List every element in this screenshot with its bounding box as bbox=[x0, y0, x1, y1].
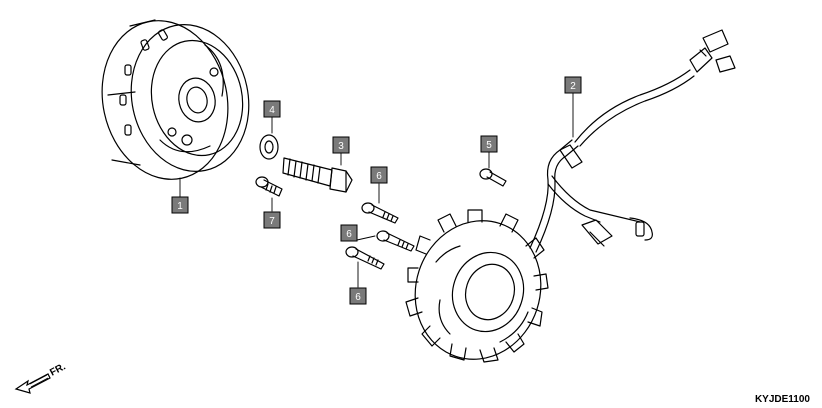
callout-7: 7 bbox=[263, 211, 281, 229]
svg-text:6: 6 bbox=[376, 171, 382, 182]
svg-text:5: 5 bbox=[486, 140, 492, 151]
stator-bolt-middle bbox=[376, 230, 415, 252]
catalog-code: KYJDE1100 bbox=[755, 394, 810, 405]
callout-6-upper: 6 bbox=[370, 166, 388, 184]
callout-4: 4 bbox=[263, 100, 281, 118]
stator-bolt-upper bbox=[361, 202, 399, 224]
callout-1: 1 bbox=[171, 196, 189, 214]
callout-3: 3 bbox=[332, 136, 350, 154]
svg-text:1: 1 bbox=[177, 201, 183, 212]
washer-part bbox=[259, 134, 279, 160]
svg-text:6: 6 bbox=[355, 292, 361, 303]
leader-lines bbox=[179, 92, 574, 288]
svg-text:6: 6 bbox=[346, 229, 352, 240]
callout-6-lower: 6 bbox=[349, 287, 367, 305]
arrow-icon bbox=[14, 373, 51, 394]
front-direction-indicator: FR. bbox=[14, 361, 68, 394]
callout-2: 2 bbox=[564, 76, 582, 94]
small-bolt-part bbox=[255, 176, 283, 197]
flywheel-bolt-part bbox=[282, 157, 353, 193]
stator-part bbox=[405, 209, 549, 363]
flywheel-part bbox=[101, 19, 250, 180]
svg-text:7: 7 bbox=[269, 216, 275, 227]
svg-text:2: 2 bbox=[570, 81, 576, 92]
wire-harness-part bbox=[529, 29, 736, 253]
svg-text:FR.: FR. bbox=[48, 361, 68, 378]
stator-bolt-lower bbox=[345, 246, 385, 270]
callout-5: 5 bbox=[480, 135, 498, 153]
svg-text:3: 3 bbox=[338, 141, 344, 152]
svg-text:4: 4 bbox=[269, 105, 275, 116]
screw-part bbox=[479, 168, 507, 187]
callout-6-middle: 6 bbox=[340, 224, 358, 242]
